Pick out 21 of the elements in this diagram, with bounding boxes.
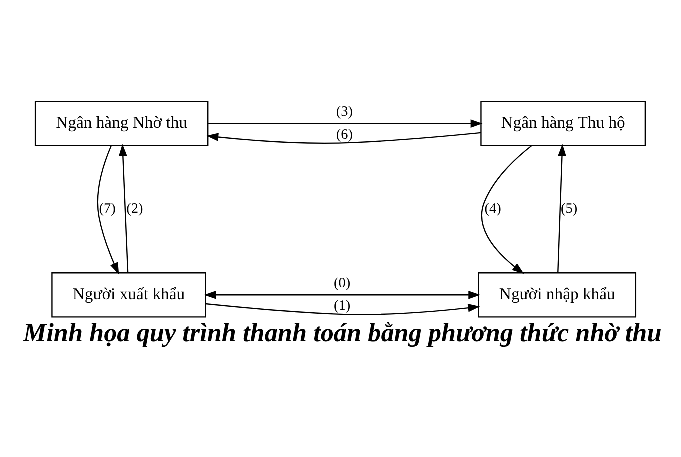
edge-label: (1) <box>334 298 351 314</box>
edge-label: (0) <box>334 276 351 292</box>
edge-label: (2) <box>126 201 144 218</box>
arrow <box>118 144 129 273</box>
arrow <box>481 145 532 274</box>
node-box: Ngân hàng Nhờ thu <box>34 101 209 146</box>
arrow <box>204 290 481 300</box>
arrow <box>208 120 483 128</box>
arrow <box>206 132 482 144</box>
edge-label: (5) <box>560 201 578 218</box>
arrow <box>206 303 480 316</box>
arrow <box>97 146 120 275</box>
node-box: Ngân hàng Thu hộ <box>480 101 646 146</box>
arrow <box>558 144 566 273</box>
edge-label: (3) <box>336 104 353 120</box>
node-box: Người nhập khẩu <box>478 272 637 318</box>
edge-label: (4) <box>484 201 502 218</box>
caption: Minh họa quy trình thanh toán bằng phương thức nhờ thu <box>23 318 662 348</box>
edge-label: (7) <box>99 201 116 218</box>
edge-label: (6) <box>336 126 353 143</box>
node-box: Người xuất khẩu <box>52 272 206 318</box>
